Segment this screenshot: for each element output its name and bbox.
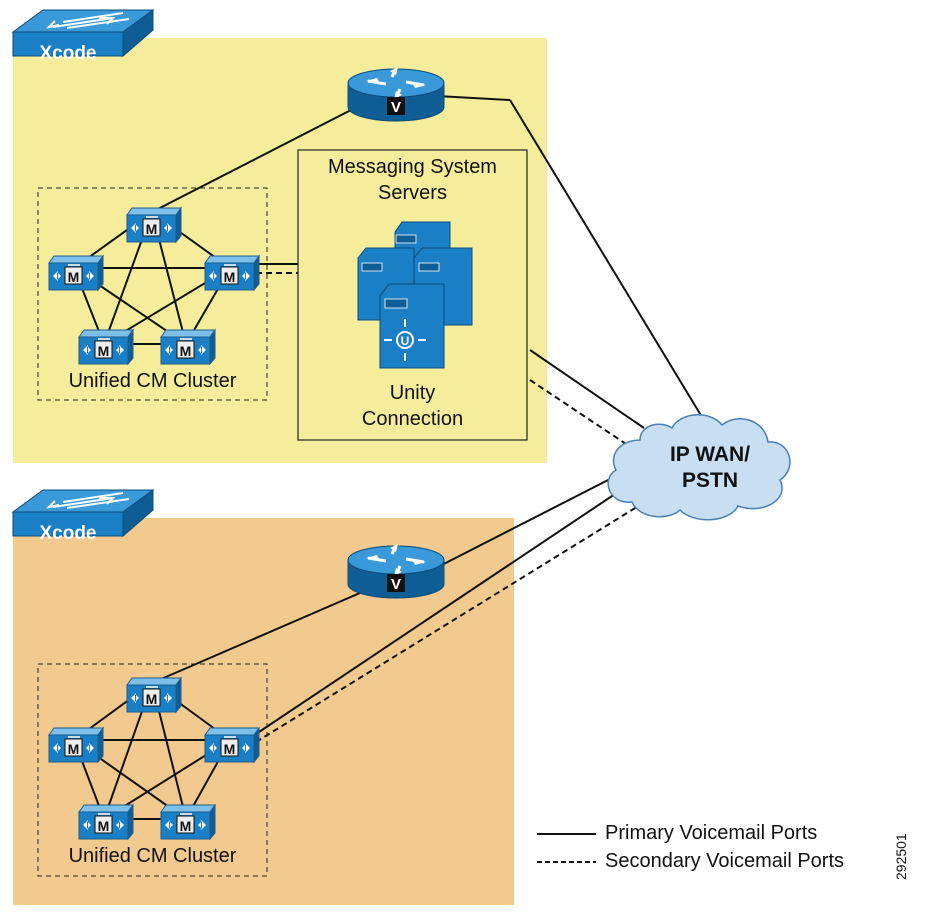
svg-text:U: U (401, 334, 410, 348)
cloud-label-line2: PSTN (681, 469, 738, 492)
legend-secondary-label: Secondary Voicemail Ports (605, 850, 845, 872)
legend-primary-label: Primary Voicemail Ports (605, 822, 818, 844)
unity-connection-line2: Connection (361, 408, 464, 430)
site-a-switch-label: Xcode (39, 43, 97, 64)
site-a-cluster-label: Unified CM Cluster (68, 370, 237, 392)
site-b-switch-label: Xcode (39, 523, 97, 544)
site-b-cluster-label: Unified CM Cluster (68, 845, 237, 867)
cloud-label-line1: IP WAN/ (669, 443, 751, 466)
messaging-box-title-line2: Servers (378, 182, 447, 204)
figure-id: 292501 (893, 833, 909, 880)
messaging-box-title-line1: Messaging System (328, 156, 497, 178)
unity-connection-line1: Unity (389, 382, 436, 404)
